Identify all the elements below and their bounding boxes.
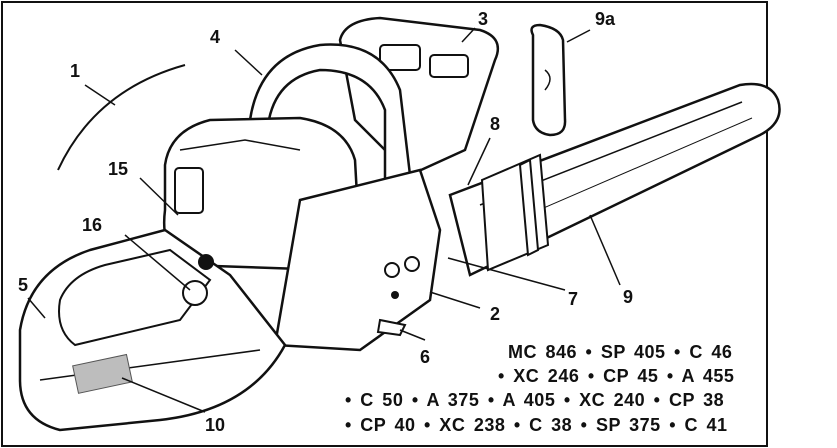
bar-nut	[404, 256, 420, 272]
callout-4: 4	[210, 27, 221, 47]
bar-nut	[384, 262, 400, 278]
callout-1: 1	[70, 61, 81, 81]
chain-catcher	[376, 318, 407, 337]
model-list-line-4: • CP 40 • XC 238 • C 38 • SP 375 • C 41	[345, 415, 728, 435]
stop-switch	[198, 254, 214, 270]
callout-10: 10	[205, 415, 226, 435]
callout-2: 2	[490, 304, 501, 324]
figure-border	[1, 1, 768, 447]
kickback-arc	[57, 64, 186, 171]
model-list-line-1: MC 846 • SP 405 • C 46	[508, 342, 733, 362]
callout-7: 7	[568, 289, 579, 309]
leader-1	[84, 84, 116, 106]
callout-16: 16	[82, 215, 103, 235]
callout-6: 6	[420, 347, 431, 367]
leader-lines	[27, 27, 621, 413]
choke-lever	[174, 167, 204, 214]
callout-9: 9	[623, 287, 634, 307]
callout-3: 3	[478, 9, 489, 29]
bar-cover	[480, 153, 550, 272]
bar-guard-9a	[530, 23, 567, 137]
tensioner-screw	[391, 291, 399, 299]
front-hand-guard	[338, 16, 500, 177]
callout-5: 5	[18, 275, 29, 295]
callout-8: 8	[490, 114, 501, 134]
clutch-cover	[273, 168, 442, 352]
callout-9a: 9a	[595, 9, 616, 29]
callout-15: 15	[108, 159, 129, 179]
model-list-line-2: • XC 246 • CP 45 • A 455	[498, 366, 735, 386]
throttle-knob	[182, 280, 208, 306]
label-plate	[72, 353, 133, 394]
model-list-line-3: • C 50 • A 375 • A 405 • XC 240 • CP 38	[345, 390, 725, 410]
